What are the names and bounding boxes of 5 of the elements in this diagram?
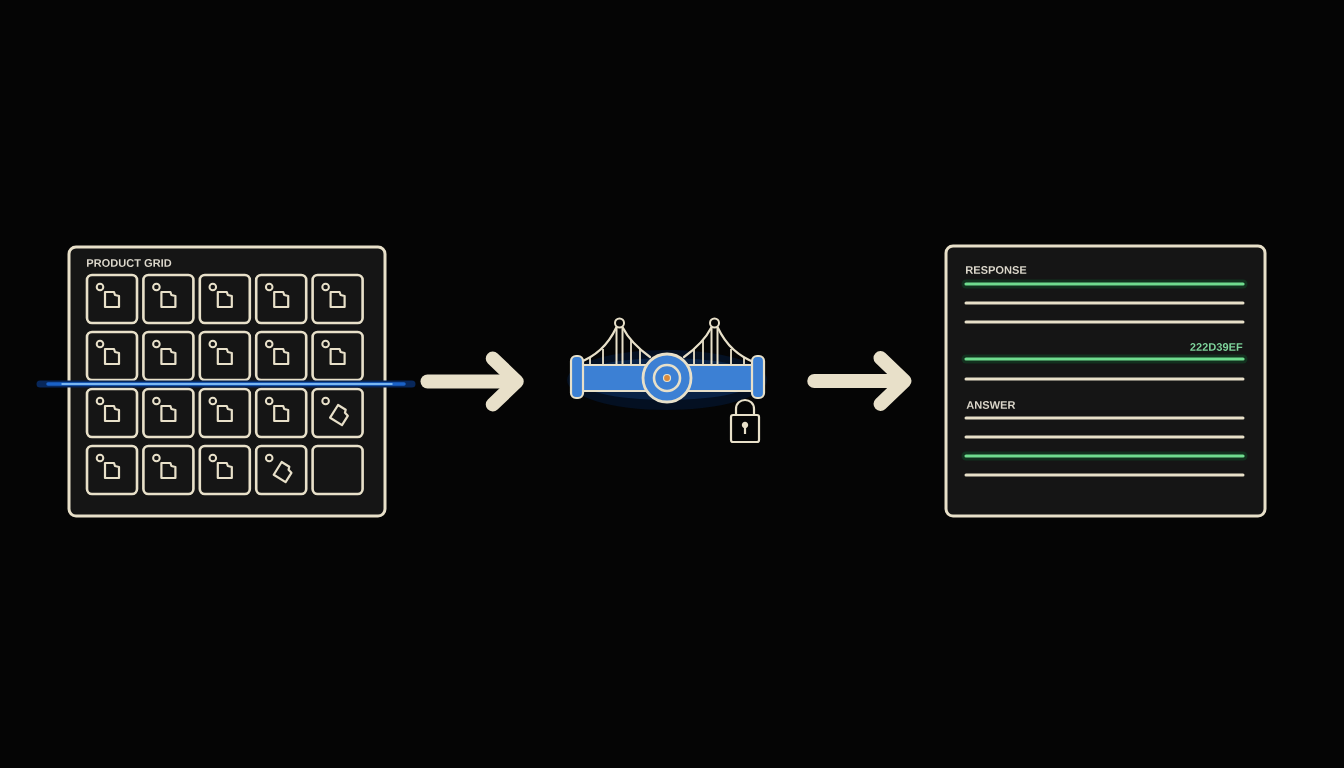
- panel-heading: RESPONSE: [966, 266, 1027, 274]
- bridge-icon: [567, 317, 767, 410]
- panel-heading: PRODUCT GRID: [87, 259, 172, 267]
- hash-value: 222D39EF: [1190, 343, 1243, 351]
- panel-heading: ANSWER: [966, 401, 1016, 409]
